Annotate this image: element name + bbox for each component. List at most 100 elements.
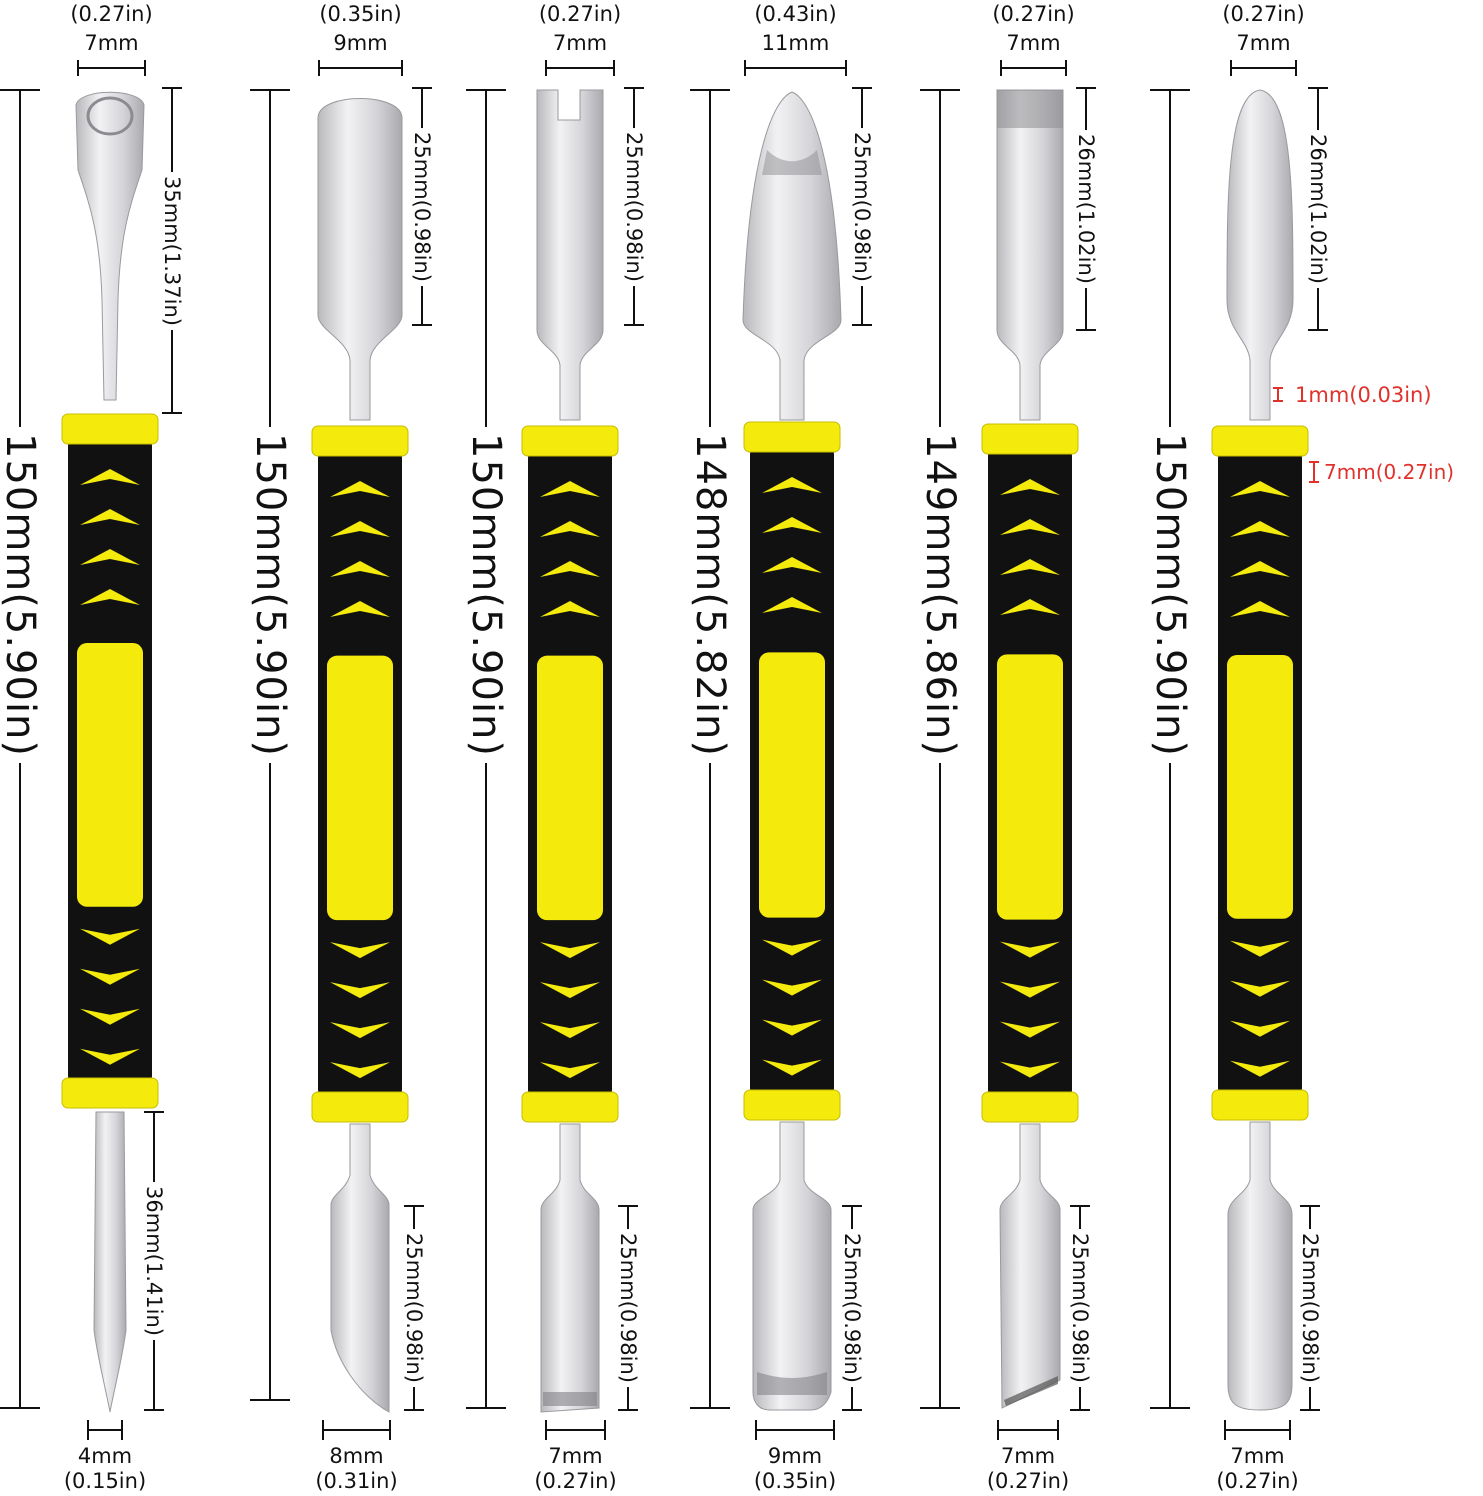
grip-chevron-up: [80, 509, 140, 525]
bottom-length-label: 36mm(1.41in): [142, 1182, 166, 1340]
grip-chevron-down: [762, 1019, 822, 1036]
spoon-bowl: [86, 96, 134, 136]
grip-chevron-up: [1230, 561, 1290, 577]
grip-chevron-down: [540, 1022, 600, 1039]
handle-cap-top: [743, 421, 841, 453]
grip-chevron-down: [1230, 980, 1290, 997]
handle-window: [759, 652, 825, 918]
top-length-label: 25mm(0.98in): [850, 127, 874, 286]
chisel-tip: [996, 89, 1064, 421]
handle-window: [997, 654, 1063, 920]
grip-chevron-down: [762, 939, 822, 956]
top-width-mm: 7mm: [1006, 31, 1061, 55]
tool-5: [981, 89, 1079, 1409]
bottom-width-mm: 7mm: [1230, 1444, 1285, 1468]
grip-chevron-up: [762, 517, 822, 533]
grip-chevron-up: [80, 589, 140, 605]
bottom-width-inches: (0.31in): [315, 1469, 398, 1493]
grip-chevron-down: [762, 1059, 822, 1076]
bottom-length-label: 25mm(0.98in): [840, 1229, 864, 1387]
grip-chevron-up: [762, 477, 822, 493]
shaft-gap-note: 1mm(0.03in): [1295, 383, 1432, 407]
handle-cap-bottom: [521, 1091, 619, 1123]
grip-chevron-up: [330, 481, 390, 497]
grip-chevron-up: [330, 521, 390, 537]
bottom-width-inches: (0.15in): [63, 1469, 147, 1493]
bottom-length-label: 25mm(0.98in): [1068, 1229, 1092, 1387]
handle-window: [1227, 655, 1293, 919]
total-length-label: 149mm(5.86in): [917, 426, 963, 764]
chisel-edge: [997, 90, 1063, 128]
top-length-label: 26mm(1.02in): [1074, 130, 1098, 288]
handle-window: [77, 643, 143, 907]
grip-chevron-down: [1000, 981, 1060, 998]
handle-cap-top: [311, 425, 409, 457]
grip-chevron-down: [80, 1048, 140, 1065]
bottom-width-inches: (0.35in): [753, 1469, 837, 1493]
top-length-label: 25mm(0.98in): [622, 127, 646, 286]
bottom-length-label: 25mm(0.98in): [402, 1229, 426, 1387]
grip-chevron-down: [1000, 941, 1060, 958]
grip-chevron-down: [1000, 1021, 1060, 1038]
handle-cap-bottom: [1211, 1089, 1309, 1121]
grip-chevron-up: [1230, 481, 1290, 497]
bottom-width-mm: 7mm: [1000, 1444, 1056, 1468]
grip-chevron-up: [1000, 559, 1060, 575]
grip-chevron-up: [762, 557, 822, 573]
oval-tip: [1226, 89, 1294, 421]
handle-cap-top: [1211, 425, 1309, 457]
grip-chevron-down: [540, 942, 600, 959]
bottom-width-mm: 4mm: [77, 1444, 133, 1468]
bottom-width-inches: (0.27in): [1216, 1469, 1299, 1493]
handle-window: [537, 655, 603, 921]
tool-1: [61, 91, 159, 1413]
grip-chevron-down: [540, 982, 600, 999]
total-length-label: 150mm(5.90in): [247, 426, 293, 764]
handle-cap-bottom: [311, 1091, 409, 1123]
total-length-label: 150mm(5.90in): [463, 426, 509, 764]
top-width-inches: (0.27in): [992, 2, 1075, 26]
top-width-mm: 7mm: [1236, 31, 1291, 55]
handle-cap-bottom: [743, 1089, 841, 1121]
top-width-inches: (0.43in): [754, 2, 837, 26]
grip-chevron-up: [762, 597, 822, 613]
bottom-width-inches: (0.27in): [986, 1469, 1070, 1493]
grip-chevron-up: [540, 521, 600, 537]
top-width-mm: 7mm: [552, 31, 608, 55]
bottom-width-mm: 7mm: [548, 1444, 603, 1468]
blade-tip: [999, 1123, 1061, 1409]
tool-4: [742, 91, 842, 1411]
pick-shadow: [762, 150, 822, 175]
handle-cap-bottom: [61, 1077, 159, 1109]
tool-6: [1211, 89, 1309, 1411]
grip-chevron-down: [1000, 1061, 1060, 1078]
flat-edge: [543, 1392, 597, 1406]
top-length-label: 26mm(1.02in): [1306, 130, 1330, 288]
top-width-mm: 9mm: [333, 31, 388, 55]
cap-height-note: 7mm(0.27in): [1324, 460, 1455, 484]
paddle-tip: [1227, 1121, 1293, 1411]
grip-chevron-down: [1230, 1060, 1290, 1077]
grip-chevron-down: [330, 1022, 390, 1039]
handle-cap-top: [521, 425, 619, 457]
grip-chevron-down: [1230, 940, 1290, 957]
top-width-inches: (0.27in): [1222, 2, 1305, 26]
grip-chevron-down: [330, 982, 390, 999]
total-length-label: 148mm(5.82in): [687, 426, 733, 764]
pick-tip: [742, 91, 842, 421]
bottom-width-inches: (0.27in): [534, 1469, 617, 1493]
wide-tip: [752, 1121, 832, 1411]
top-width-inches: (0.27in): [538, 2, 622, 26]
grip-chevron-down: [330, 942, 390, 959]
bottom-length-label: 25mm(0.98in): [1298, 1229, 1322, 1387]
grip-chevron-up: [1230, 601, 1290, 617]
grip-chevron-up: [1000, 479, 1060, 495]
grip-chevron-down: [80, 928, 140, 945]
total-length-label: 150mm(5.90in): [1147, 426, 1193, 764]
grip-chevron-up: [330, 601, 390, 617]
handle-cap-top: [61, 413, 159, 445]
bottom-width-mm: 9mm: [767, 1444, 823, 1468]
grip-chevron-up: [80, 549, 140, 565]
spoon-tip: [75, 91, 145, 401]
